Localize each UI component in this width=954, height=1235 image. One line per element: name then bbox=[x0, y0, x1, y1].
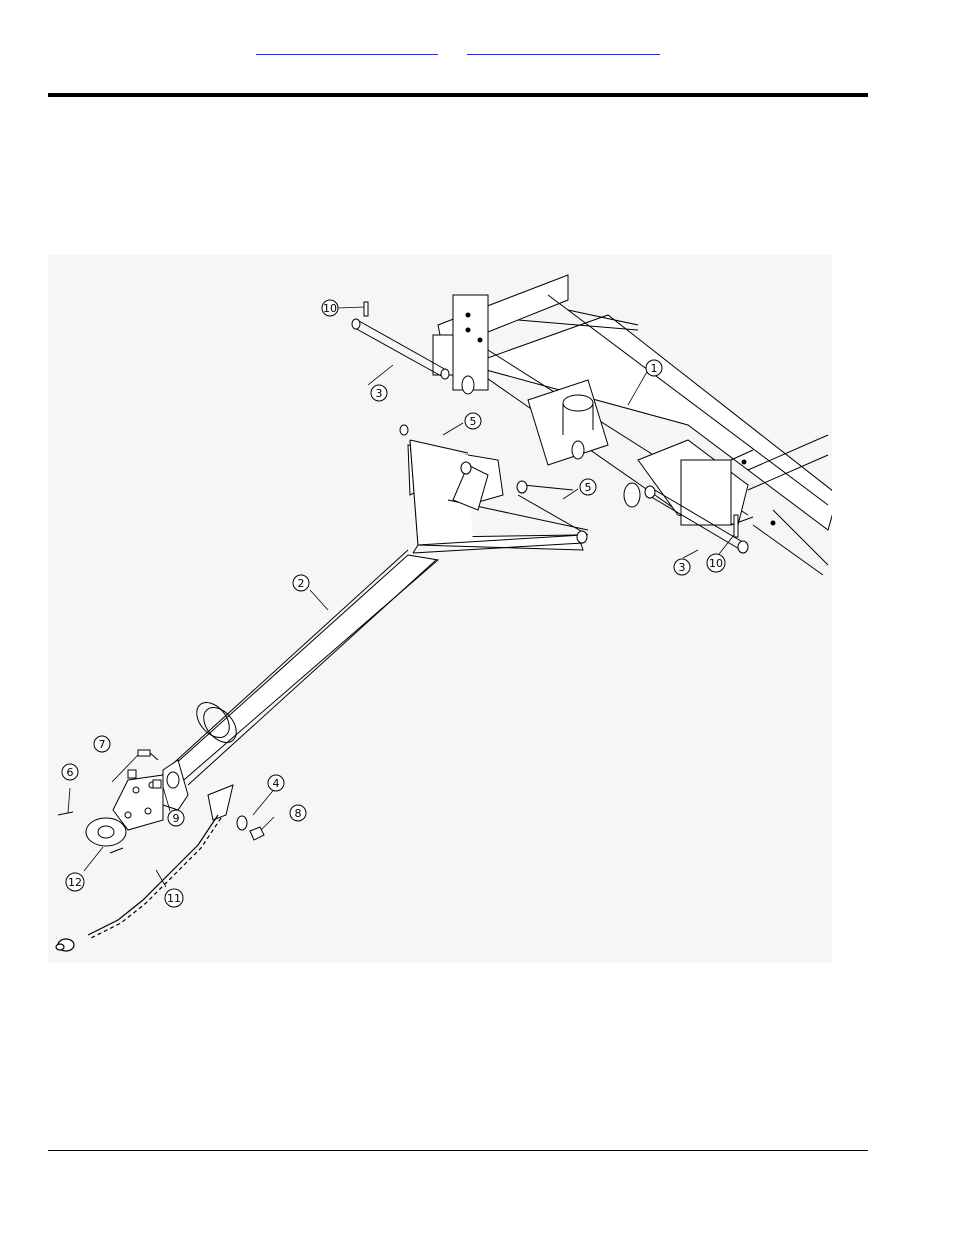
svg-text:9: 9 bbox=[173, 812, 180, 825]
svg-text:6: 6 bbox=[67, 766, 74, 779]
nav-link-right[interactable] bbox=[467, 38, 660, 55]
svg-text:3: 3 bbox=[376, 387, 383, 400]
parts-diagram: 10 3 1 5 5 2 3 10 7 6 4 8 9 11 bbox=[48, 255, 832, 963]
svg-text:10: 10 bbox=[323, 302, 337, 315]
svg-text:11: 11 bbox=[167, 892, 181, 905]
svg-text:10: 10 bbox=[709, 557, 723, 570]
exploded-view-drawing: 10 3 1 5 5 2 3 10 7 6 4 8 9 11 bbox=[48, 255, 832, 963]
clevis-assembly bbox=[58, 750, 264, 853]
svg-text:5: 5 bbox=[470, 415, 477, 428]
svg-text:1: 1 bbox=[651, 362, 658, 375]
svg-text:4: 4 bbox=[273, 777, 280, 790]
nav-link-left[interactable] bbox=[256, 38, 438, 55]
svg-text:8: 8 bbox=[295, 807, 302, 820]
svg-text:5: 5 bbox=[585, 481, 592, 494]
svg-text:3: 3 bbox=[679, 561, 686, 574]
svg-text:7: 7 bbox=[99, 738, 106, 751]
header-rule bbox=[48, 93, 868, 97]
footer-rule bbox=[48, 1150, 868, 1151]
main-frame-beam bbox=[433, 275, 832, 575]
svg-text:12: 12 bbox=[68, 876, 82, 889]
svg-text:2: 2 bbox=[298, 577, 305, 590]
